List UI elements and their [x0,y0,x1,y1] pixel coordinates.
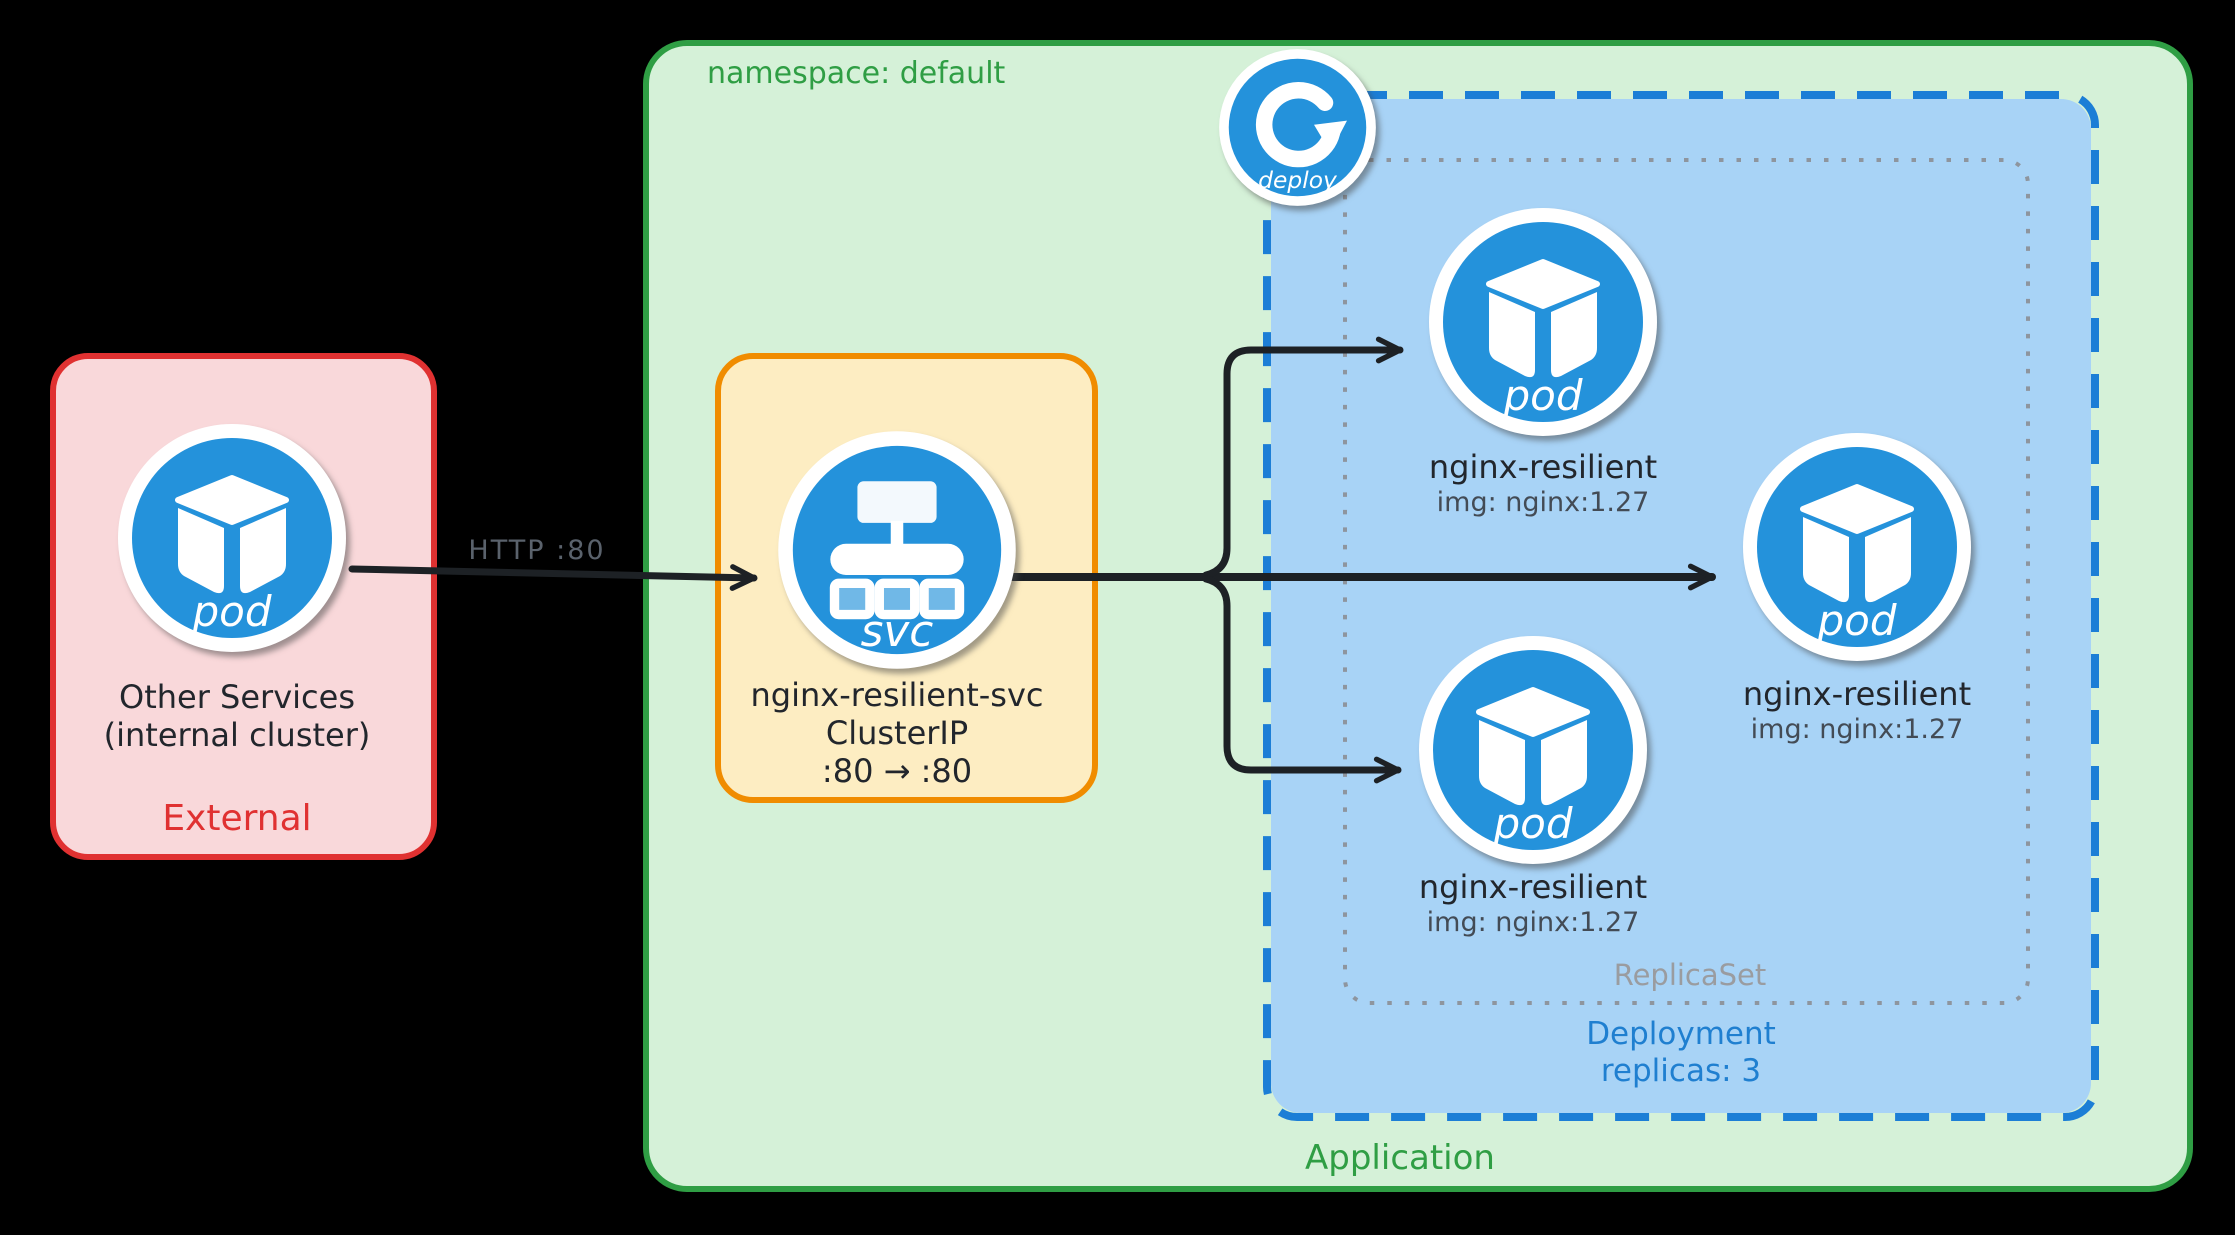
pod-name: nginx-resilient [1418,868,1648,906]
external-group-title: External [162,798,312,839]
service-labels: nginx-resilient-svc ClusterIP :80 → :80 [751,676,1044,790]
service-icon-label: svc [861,606,934,657]
deployment-label-line2: replicas: 3 [1600,1053,1762,1089]
deployment-label-line1: Deployment [1586,1016,1776,1052]
pod-node-labels: nginx-resilient img: nginx:1.27 [1429,448,1657,520]
arrow-service-to-pod-top [1202,336,1404,579]
arrow-external-to-service [348,564,758,591]
pod-icon-label: pod [1502,371,1582,420]
external-pod-label: Other Services (internal cluster) [104,678,371,754]
pod-image: img: nginx:1.27 [1750,714,1964,745]
pod-name: nginx-resilient [1742,675,1972,713]
pod-image: img: nginx:1.27 [1436,487,1650,518]
replicaset-dotted-border [1343,158,2030,1005]
pod-node-labels: nginx-resilient img: nginx:1.27 [1743,675,1971,747]
pod-icon-label: pod [1492,799,1572,848]
pod-node-labels: nginx-resilient img: nginx:1.27 [1419,868,1647,940]
external-pod-label-line2: (internal cluster) [103,716,371,754]
deployment-dashed-border [1263,91,2099,1121]
arrow-service-to-pod-bottom [1202,575,1402,784]
service-icon: svc [778,431,1016,669]
external-pod-label-line1: Other Services [119,678,355,716]
deployment-label: Deployment replicas: 3 [1586,1016,1776,1090]
pod-name: nginx-resilient [1428,448,1658,486]
pod-icon: pod [1429,208,1657,436]
application-label: Application [1305,1138,1495,1178]
service-name: nginx-resilient-svc [750,676,1044,714]
pod-image: img: nginx:1.27 [1426,907,1640,938]
http-arrow-label: HTTP :80 [468,535,606,566]
deploy-icon-label: deploy [1258,166,1338,194]
pod-icon-label: pod [191,587,271,636]
pod-icon: pod [1419,636,1647,864]
replicaset-label: ReplicaSet [1613,958,1767,992]
deploy-icon: deploy [1219,49,1376,206]
namespace-label: namespace: default [707,56,1006,91]
pod-icon: pod [118,424,346,652]
pod-icon: pod [1743,433,1971,661]
pod-icon-label: pod [1816,596,1896,645]
service-ports: :80 → :80 [821,752,973,790]
service-type: ClusterIP [825,714,969,752]
